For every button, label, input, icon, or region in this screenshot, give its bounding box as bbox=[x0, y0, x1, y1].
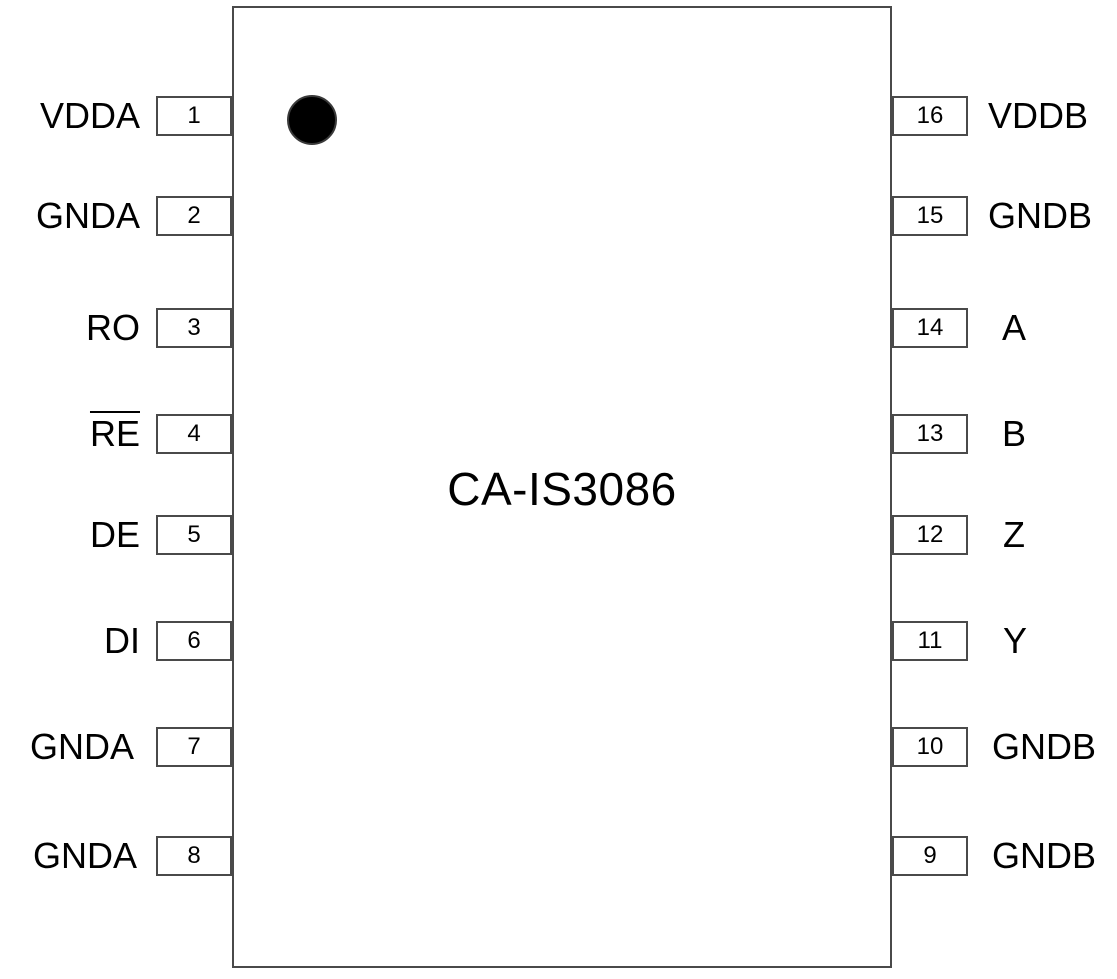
pin-3-label: RO bbox=[86, 307, 140, 348]
pin-9-label: GNDB bbox=[992, 835, 1097, 876]
pin-10-box: 10 bbox=[892, 727, 968, 767]
pin-7-label: GNDA bbox=[29, 726, 134, 767]
pin-2-box: 2 bbox=[156, 196, 232, 236]
pin-15-label: GNDB bbox=[988, 195, 1093, 236]
pin-1-box: 1 bbox=[156, 96, 232, 136]
pin-12-label: Z bbox=[1003, 514, 1025, 555]
pin-1-label: VDDA bbox=[39, 95, 140, 136]
pin-9-box: 9 bbox=[892, 836, 968, 876]
ic-package-body bbox=[232, 6, 892, 968]
pin-4-label: RE bbox=[89, 413, 140, 454]
pin-10-label: GNDB bbox=[992, 726, 1097, 767]
pin-16-box: 16 bbox=[892, 96, 968, 136]
pin-13-box: 13 bbox=[892, 414, 968, 454]
pin-14-box: 14 bbox=[892, 308, 968, 348]
pin-2-label: GNDA bbox=[35, 195, 140, 236]
pin1-indicator-dot bbox=[287, 95, 337, 145]
pin-11-label: Y bbox=[1003, 620, 1028, 661]
pin-13-label: B bbox=[1002, 413, 1027, 454]
pin-8-box: 8 bbox=[156, 836, 232, 876]
pin-8-label: GNDA bbox=[32, 835, 137, 876]
pin-11-box: 11 bbox=[892, 621, 968, 661]
pin-4-box: 4 bbox=[156, 414, 232, 454]
pin-16-label: VDDB bbox=[988, 95, 1089, 136]
pin-7-box: 7 bbox=[156, 727, 232, 767]
pin-5-label: DE bbox=[89, 514, 140, 555]
part-number-label: CA-IS3086 bbox=[447, 463, 677, 515]
pin-6-label: DI bbox=[104, 620, 140, 661]
pin-3-box: 3 bbox=[156, 308, 232, 348]
pin-12-box: 12 bbox=[892, 515, 968, 555]
pin-6-box: 6 bbox=[156, 621, 232, 661]
pin-15-box: 15 bbox=[892, 196, 968, 236]
pin-14-label: A bbox=[1002, 307, 1027, 348]
pin-5-box: 5 bbox=[156, 515, 232, 555]
